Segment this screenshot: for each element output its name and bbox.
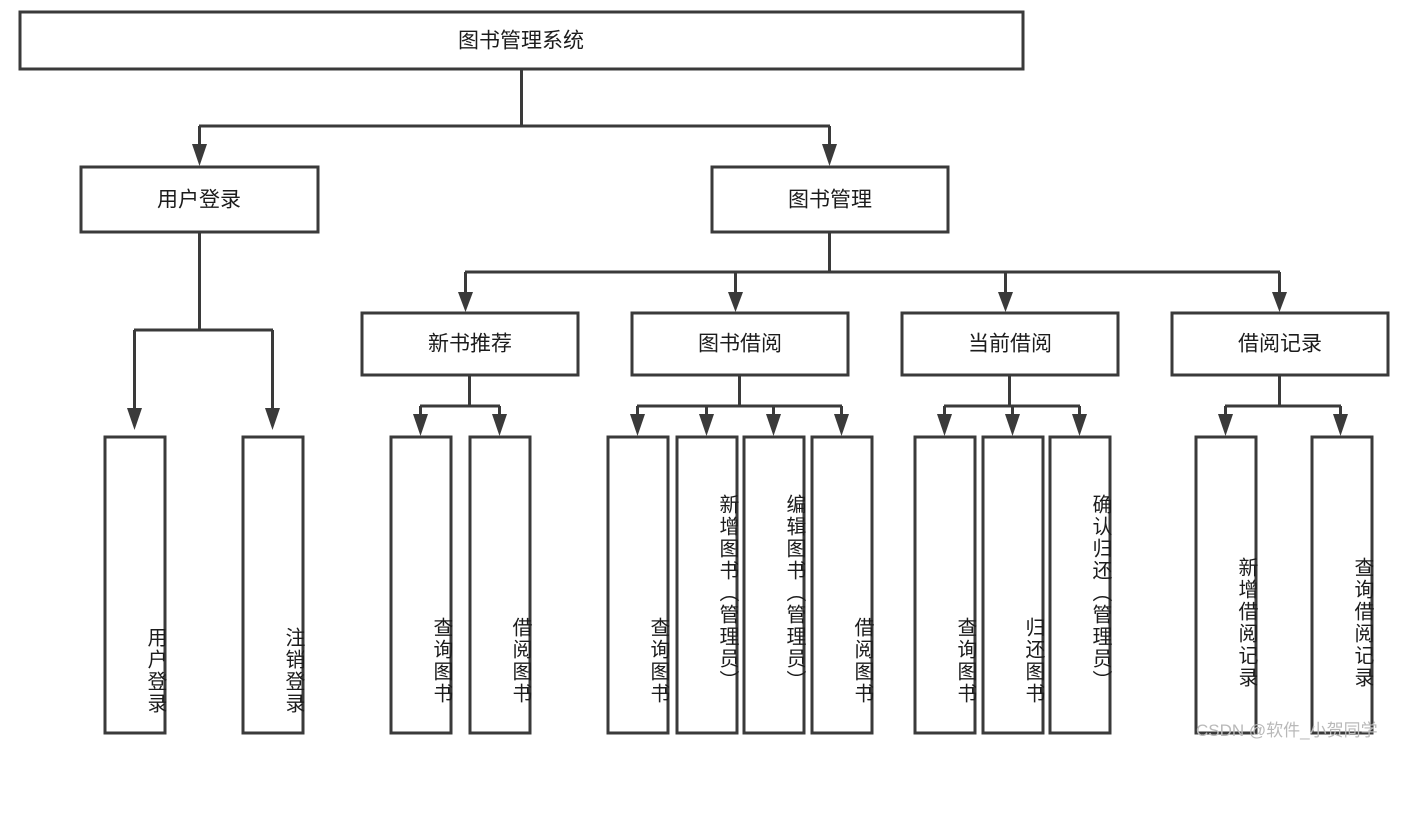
node-book-management[interactable]: 图书管理 <box>710 165 950 234</box>
node-label-leaf-user-login: 用户登录 <box>144 627 166 715</box>
arrow-head-leaf-logout-login <box>265 408 280 430</box>
node-box-borrow-record[interactable] <box>1170 311 1390 377</box>
node-box-current-borrow[interactable] <box>900 311 1120 377</box>
node-label-book-borrow: 图书借阅 <box>698 333 782 356</box>
node-root[interactable]: 图书管理系统 <box>18 10 1025 71</box>
node-box-root[interactable] <box>18 10 1025 71</box>
node-label-user-login: 用户登录 <box>157 189 241 212</box>
connector-group-newbook-to-leaves <box>413 375 507 436</box>
node-label-leaf-query-book-2: 查询图书 <box>647 617 669 705</box>
arrow-head-borrow-record <box>1272 292 1287 312</box>
arrow-head-new-book-recommend <box>458 292 473 312</box>
node-label-borrow-record: 借阅记录 <box>1238 333 1322 356</box>
node-label-book-management: 图书管理 <box>788 189 872 212</box>
arrow-head-current-borrow <box>998 292 1013 312</box>
node-label-leaf-query-book-3: 查询图书 <box>954 617 976 705</box>
arrow-head-book-management <box>822 144 837 166</box>
node-current-borrow[interactable]: 当前借阅 <box>900 311 1120 377</box>
node-label-leaf-confirm-return: 确认归还（管理员） <box>1089 494 1111 692</box>
connector-group-userlogin-to-leaves <box>127 232 280 430</box>
connector-group-bookmgmt-to-level3 <box>458 232 1287 312</box>
node-label-new-book-recommend: 新书推荐 <box>428 333 512 356</box>
arrow-head-leaf-add-record <box>1218 414 1233 436</box>
arrow-head-leaf-query-book-1 <box>413 414 428 436</box>
node-box-leaf-edit-book[interactable] <box>742 435 806 735</box>
node-box-leaf-query-book-3[interactable] <box>913 435 977 735</box>
arrow-head-user-login <box>192 144 207 166</box>
node-label-leaf-edit-book: 编辑图书（管理员） <box>783 494 805 692</box>
node-box-leaf-user-login[interactable] <box>103 435 167 735</box>
connector-group-borrowrecord-to-leaves <box>1218 375 1348 436</box>
node-box-leaf-query-book-2[interactable] <box>606 435 670 735</box>
arrow-head-leaf-edit-book <box>766 414 781 436</box>
arrow-head-leaf-confirm-return <box>1072 414 1087 436</box>
arrow-head-leaf-query-book-3 <box>937 414 952 436</box>
node-label-root: 图书管理系统 <box>458 30 584 53</box>
diagram-svg: 图书管理系统 用户登录 图书管理 新书推荐 图书借阅 当前借阅 借阅记录 <box>18 10 1390 735</box>
node-user-login[interactable]: 用户登录 <box>79 165 320 234</box>
csdn-watermark: CSDN @软件_小贺同学 <box>1196 721 1378 740</box>
connector-group-bookborrow-to-leaves <box>630 375 849 436</box>
node-book-borrow[interactable]: 图书借阅 <box>630 311 850 377</box>
node-label-leaf-logout-login: 注销登录 <box>282 627 304 715</box>
arrow-head-leaf-query-book-2 <box>630 414 645 436</box>
node-box-user-login[interactable] <box>79 165 320 234</box>
leaf-box-group <box>103 435 1374 735</box>
node-label-leaf-borrow-book-2: 借阅图书 <box>851 617 873 705</box>
arrow-head-leaf-return-book <box>1005 414 1020 436</box>
node-label-leaf-query-record: 查询借阅记录 <box>1351 557 1373 689</box>
diagram-canvas-container: 图书管理系统 用户登录 图书管理 新书推荐 图书借阅 当前借阅 借阅记录 <box>18 10 1390 740</box>
node-box-leaf-confirm-return[interactable] <box>1048 435 1112 735</box>
arrow-head-leaf-borrow-book-2 <box>834 414 849 436</box>
node-box-book-borrow[interactable] <box>630 311 850 377</box>
node-label-current-borrow: 当前借阅 <box>968 333 1052 356</box>
connector-group-currentborrow-to-leaves <box>937 375 1087 436</box>
node-label-leaf-return-book: 归还图书 <box>1022 617 1044 705</box>
node-label-leaf-add-record: 新增借阅记录 <box>1235 557 1257 689</box>
arrow-head-book-borrow <box>728 292 743 312</box>
node-box-leaf-borrow-book-2[interactable] <box>810 435 874 735</box>
node-box-leaf-logout-login[interactable] <box>241 435 305 735</box>
node-new-book-recommend[interactable]: 新书推荐 <box>360 311 580 377</box>
node-box-leaf-return-book[interactable] <box>981 435 1045 735</box>
node-label-leaf-borrow-book-1: 借阅图书 <box>509 617 531 705</box>
node-box-leaf-query-book-1[interactable] <box>389 435 453 735</box>
node-box-book-management[interactable] <box>710 165 950 234</box>
arrow-head-leaf-add-book <box>699 414 714 436</box>
node-box-leaf-query-record[interactable] <box>1310 435 1374 735</box>
node-box-new-book-recommend[interactable] <box>360 311 580 377</box>
node-box-leaf-add-book[interactable] <box>675 435 739 735</box>
connector-group-root-to-level2 <box>192 69 837 166</box>
arrow-head-leaf-borrow-book-1 <box>492 414 507 436</box>
node-label-leaf-add-book: 新增图书（管理员） <box>716 494 738 692</box>
node-borrow-record[interactable]: 借阅记录 <box>1170 311 1390 377</box>
node-box-leaf-borrow-book-1[interactable] <box>468 435 532 735</box>
node-label-leaf-query-book-1: 查询图书 <box>430 617 452 705</box>
arrow-head-leaf-user-login <box>127 408 142 430</box>
arrow-head-leaf-query-record <box>1333 414 1348 436</box>
node-box-leaf-add-record[interactable] <box>1194 435 1258 735</box>
